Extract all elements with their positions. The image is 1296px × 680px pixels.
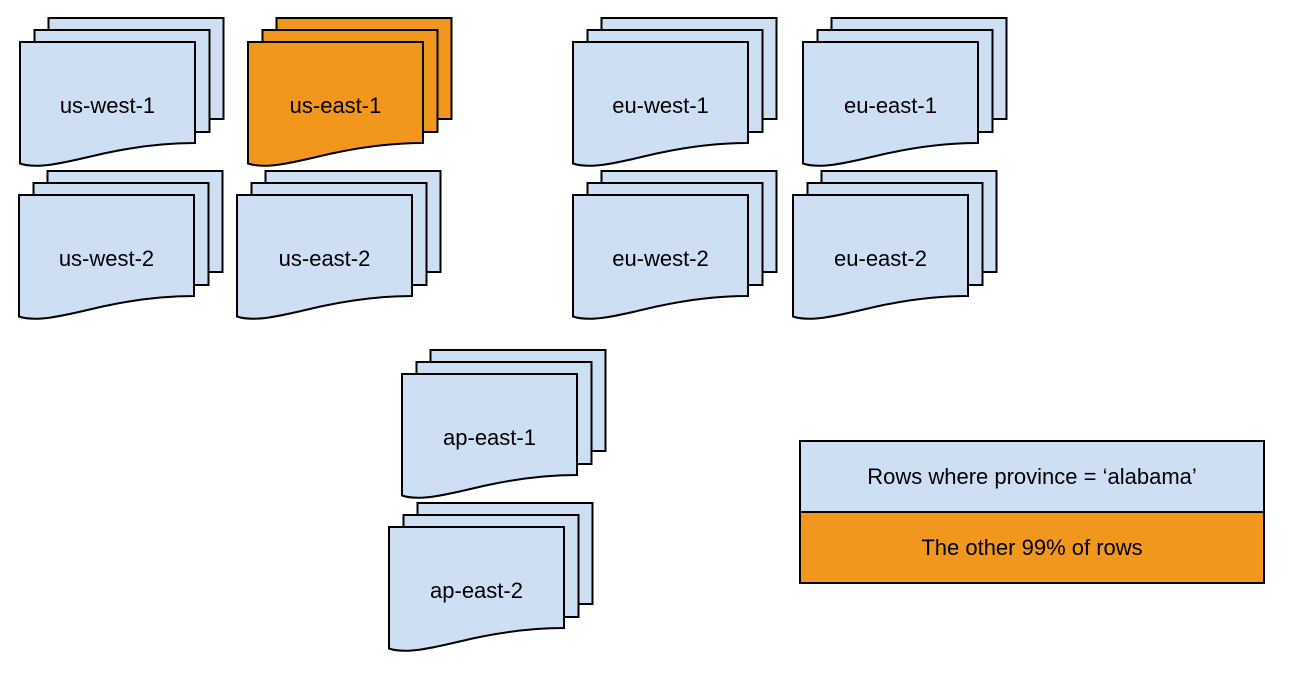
document-page-front [802, 41, 979, 167]
region-label: eu-east-2 [834, 246, 927, 271]
region-stack-ap-east-2: ap-east-2 [388, 502, 594, 658]
region-label: eu-west-2 [612, 246, 709, 271]
region-stack-eu-west-1: eu-west-1 [572, 17, 778, 173]
region-stack-eu-east-2: eu-east-2 [792, 170, 998, 326]
stacked-documents-icon [572, 170, 778, 320]
region-label: eu-west-1 [612, 93, 709, 118]
region-label: us-east-2 [278, 246, 371, 271]
document-page-front [19, 41, 196, 167]
region-label: us-east-1 [289, 93, 382, 118]
document-page-front [572, 194, 749, 320]
region-stack-us-east-2: us-east-2 [236, 170, 442, 326]
stacked-documents-icon [19, 17, 225, 167]
region-label: us-west-2 [58, 246, 155, 271]
region-label: eu-east-1 [844, 93, 937, 118]
stacked-documents-icon [802, 17, 1008, 167]
document-page-front [236, 194, 413, 320]
legend: Rows where province = ‘alabama’ The othe… [799, 440, 1265, 584]
legend-item-0: Rows where province = ‘alabama’ [799, 440, 1265, 513]
document-page-front [401, 373, 578, 499]
stacked-documents-icon [572, 17, 778, 167]
document-page-front [792, 194, 969, 320]
document-page-front [388, 526, 565, 652]
stacked-documents-icon [388, 502, 594, 652]
region-stack-eu-east-1: eu-east-1 [802, 17, 1008, 173]
stacked-documents-icon [18, 170, 224, 320]
stacked-documents-icon [401, 349, 607, 499]
legend-item-label: The other 99% of rows [921, 534, 1143, 560]
stacked-documents-icon [236, 170, 442, 320]
region-stack-eu-west-2: eu-west-2 [572, 170, 778, 326]
region-label: ap-east-2 [430, 578, 523, 603]
legend-item-1: The other 99% of rows [799, 511, 1265, 584]
region-stack-us-west-2: us-west-2 [18, 170, 224, 326]
document-page-front [18, 194, 195, 320]
document-page-front [572, 41, 749, 167]
region-stack-us-east-1: us-east-1 [247, 17, 453, 173]
region-stack-us-west-1: us-west-1 [19, 17, 225, 173]
region-label: us-west-1 [59, 93, 156, 118]
document-page-front [247, 41, 424, 167]
stacked-documents-icon [792, 170, 998, 320]
region-stack-ap-east-1: ap-east-1 [401, 349, 607, 505]
region-label: ap-east-1 [443, 425, 536, 450]
stacked-documents-icon [247, 17, 453, 167]
legend-item-label: Rows where province = ‘alabama’ [867, 463, 1197, 489]
